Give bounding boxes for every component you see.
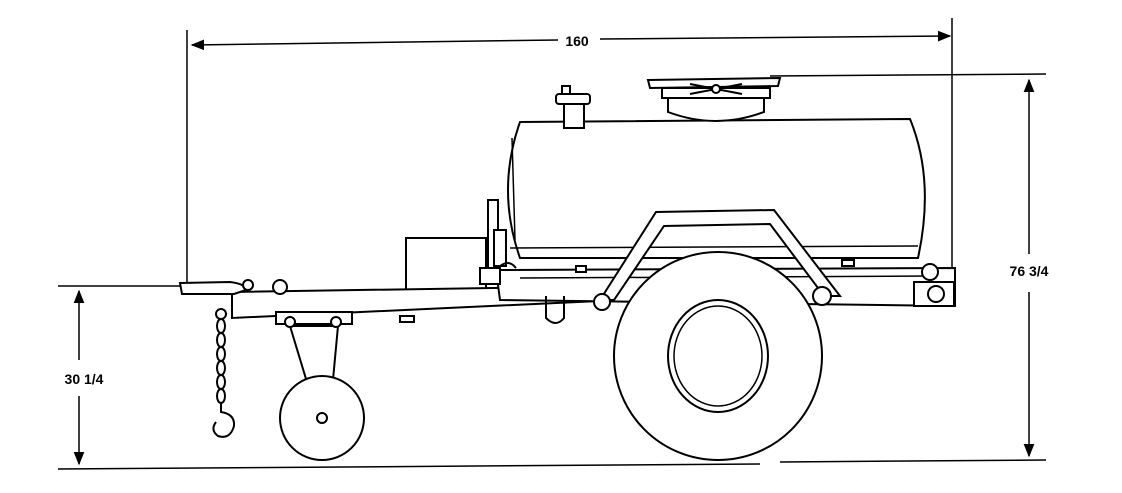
length-arrow-right bbox=[599, 30, 952, 42]
height-extension-top bbox=[769, 73, 1047, 77]
main-road-wheel bbox=[613, 251, 823, 461]
height-dimension-label: 76 3/4 bbox=[1010, 263, 1049, 279]
lunette-dimension-label: 30 1/4 bbox=[65, 371, 104, 387]
water-tank bbox=[507, 117, 926, 259]
manhole-cover bbox=[646, 76, 782, 122]
landing-caster-wheel bbox=[275, 311, 365, 461]
filler-vent bbox=[555, 85, 591, 129]
trailer-illustration bbox=[178, 76, 956, 461]
safety-chain bbox=[212, 308, 236, 438]
rear-bumper bbox=[913, 281, 955, 307]
lunette-height-dimension: 30 1/4 bbox=[57, 285, 761, 470]
length-dimension-label: 160 bbox=[565, 33, 589, 49]
length-arrow-left bbox=[190, 39, 559, 51]
height-dimension: 76 3/4 bbox=[769, 73, 1049, 463]
front-storage-box bbox=[405, 199, 507, 293]
ground-line bbox=[57, 463, 761, 470]
tie-down-shackles bbox=[497, 259, 939, 324]
height-extension-bottom bbox=[779, 459, 1047, 463]
lunette-eye bbox=[178, 279, 288, 295]
length-dimension: 160 bbox=[186, 18, 953, 282]
